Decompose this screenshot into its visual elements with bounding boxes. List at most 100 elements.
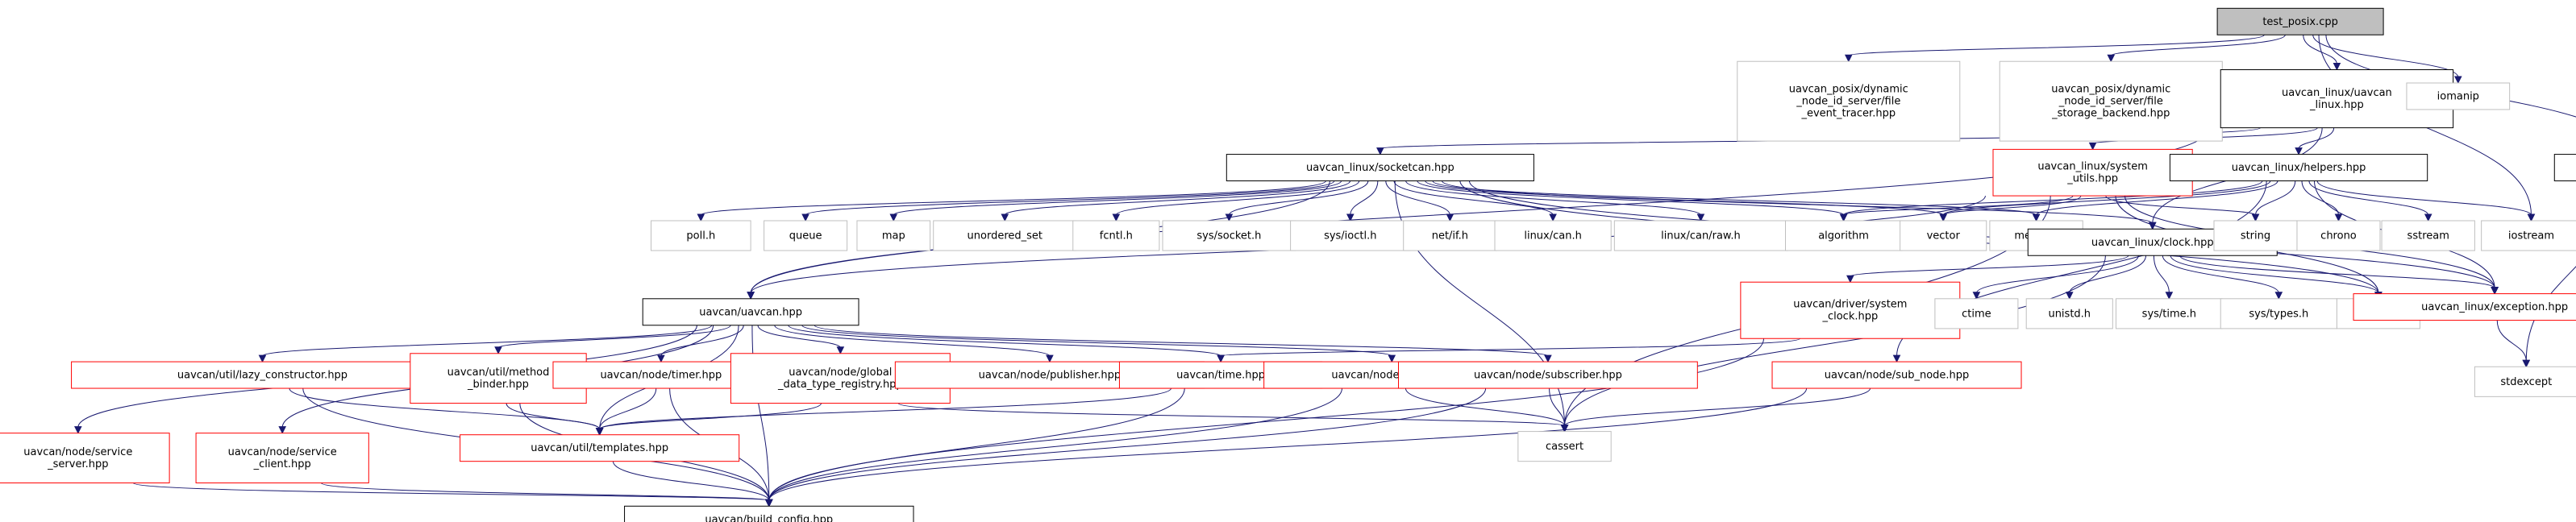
arrowhead [747, 292, 755, 300]
node-ctime[interactable]: ctime [1934, 298, 2019, 329]
node-sys-socket[interactable]: sys/socket.h [1162, 220, 1296, 251]
edge-test-posix-to-file-event-tracer [1844, 34, 2265, 63]
arrowhead [2032, 213, 2041, 222]
edge-line [1564, 387, 1871, 427]
edge-uavcan-linux-to-helpers [2295, 127, 2335, 155]
node-box [2381, 220, 2475, 251]
edge-uavcan-hpp-to-lazy-constructor [258, 325, 713, 363]
edge-test-posix-to-uavcan-linux [2303, 35, 2341, 71]
node-sys-types[interactable]: sys/types.h [2220, 298, 2337, 329]
node-label: stdexcept [2500, 376, 2552, 388]
arrowhead [2165, 292, 2174, 300]
arrowhead [889, 213, 898, 222]
arrowhead [1939, 213, 1948, 222]
edge-line [2496, 320, 2527, 362]
edge-line [2162, 255, 2279, 293]
node-label: uavcan/driver/system [1793, 299, 1907, 311]
edge-line [1405, 180, 1701, 216]
node-debug[interactable]: debug.hpp [2553, 154, 2576, 182]
node-build-config[interactable]: uavcan/build_config.hpp [624, 505, 914, 522]
edge-line [2298, 127, 2335, 149]
node-poll[interactable]: poll.h [651, 220, 751, 251]
edge-line [2110, 34, 2286, 56]
node-service-client[interactable]: uavcan/node/service_client.hpp [195, 433, 369, 483]
node-label: _event_tracer.hpp [1800, 108, 1896, 120]
node-system-utils[interactable]: uavcan_linux/system_utils.hpp [1992, 148, 2193, 197]
arrowhead [801, 213, 809, 222]
node-stdexcept[interactable]: stdexcept [2474, 366, 2576, 397]
node-layer: test_posix.cpp uavcan_posix/dynamic_node_… [0, 7, 2576, 522]
node-linux-can-raw[interactable]: linux/can/raw.h [1613, 220, 1788, 251]
edge-uavcan-hpp-to-publisher [774, 325, 1054, 363]
edge-line [814, 325, 1549, 357]
node-file-event-tracer[interactable]: uavcan_posix/dynamic_node_id_server/file… [1737, 60, 1961, 142]
arrowhead [764, 499, 773, 508]
node-exception[interactable]: uavcan_linux/exception.hpp [2353, 293, 2576, 321]
node-file-storage-backend[interactable]: uavcan_posix/dynamic_node_id_server/file… [1999, 60, 2223, 142]
node-label: uavcan/time.hpp [1176, 370, 1265, 382]
node-helpers[interactable]: uavcan_linux/helpers.hpp [2169, 154, 2428, 182]
node-label: uavcan/node/service [228, 446, 337, 458]
edge-helpers-to-string [2251, 180, 2296, 222]
node-label: _client.hpp [253, 458, 311, 470]
node-box [2553, 154, 2576, 182]
node-iostream[interactable]: iostream [2481, 220, 2576, 251]
node-sub-node[interactable]: uavcan/node/sub_node.hpp [1771, 361, 2022, 389]
edge-line [1350, 180, 1379, 216]
node-service-server[interactable]: uavcan/node/service_server.hpp [0, 433, 170, 483]
edge-line [1405, 387, 1566, 426]
edge-line [768, 388, 1487, 501]
node-label: ctime [1962, 308, 1991, 320]
edge-helpers-to-sstream [2308, 180, 2432, 222]
node-system-clock[interactable]: uavcan/driver/system_clock.hpp [1740, 281, 1961, 339]
arrowhead [2295, 147, 2303, 155]
edge-line [751, 325, 770, 501]
node-map[interactable]: map [856, 220, 931, 251]
node-uavcan-hpp[interactable]: uavcan/uavcan.hpp [642, 298, 859, 326]
node-linux-can[interactable]: linux/can.h [1494, 220, 1612, 251]
node-socketcan[interactable]: uavcan_linux/socketcan.hpp [1226, 154, 1534, 182]
node-label: linux/can/raw.h [1661, 230, 1741, 242]
node-label: fcntl.h [1100, 230, 1133, 242]
node-label: uavcan/node/global [789, 367, 892, 379]
node-test-posix[interactable]: test_posix.cpp [2216, 7, 2384, 35]
node-queue[interactable]: queue [764, 220, 848, 251]
edge-service-client-to-build-config [320, 483, 773, 508]
node-unistd[interactable]: unistd.h [2025, 298, 2113, 329]
node-label: string [2241, 230, 2270, 242]
node-label: sys/time.h [2142, 308, 2196, 320]
node-algorithm[interactable]: algorithm [1785, 220, 1903, 251]
node-sstream[interactable]: sstream [2381, 220, 2475, 251]
node-sys-ioctl[interactable]: sys/ioctl.h [1290, 220, 1411, 251]
edge-global-registry-to-templates [595, 403, 822, 436]
node-subscriber[interactable]: uavcan/node/subscriber.hpp [1398, 361, 1698, 389]
node-label: uavcan/node/service [23, 446, 132, 458]
node-templates[interactable]: uavcan/util/templates.hpp [460, 434, 740, 462]
edge-helpers-to-iostream [2316, 180, 2536, 222]
node-fcntl[interactable]: fcntl.h [1072, 220, 1160, 251]
arrowhead [1346, 213, 1355, 222]
node-string[interactable]: string [2213, 220, 2298, 251]
node-box [1494, 220, 1612, 251]
edge-socketcan-to-sys-ioctl [1346, 180, 1379, 222]
arrowhead [657, 354, 665, 363]
node-box [1517, 431, 1612, 462]
node-label: _server.hpp [47, 458, 108, 470]
node-lazy-constructor[interactable]: uavcan/util/lazy_constructor.hpp [71, 361, 454, 389]
node-iomanip[interactable]: iomanip [2406, 82, 2511, 110]
node-label: uavcan/node/timer.hpp [600, 370, 722, 382]
arrowhead [1696, 213, 1705, 222]
arrowhead [2065, 292, 2074, 300]
edge-line [2303, 35, 2337, 64]
edge-exception-to-stdexcept [2496, 320, 2531, 368]
node-cassert[interactable]: cassert [1517, 431, 1612, 462]
arrowhead [494, 346, 502, 354]
node-chrono[interactable]: chrono [2296, 220, 2381, 251]
node-vector[interactable]: vector [1900, 220, 1987, 251]
node-net-if[interactable]: net/if.h [1403, 220, 1497, 251]
arrowhead [2088, 142, 2097, 151]
node-unordered-set[interactable]: unordered_set [933, 220, 1077, 251]
node-box [2481, 220, 2576, 251]
node-sys-time[interactable]: sys/time.h [2115, 298, 2223, 329]
